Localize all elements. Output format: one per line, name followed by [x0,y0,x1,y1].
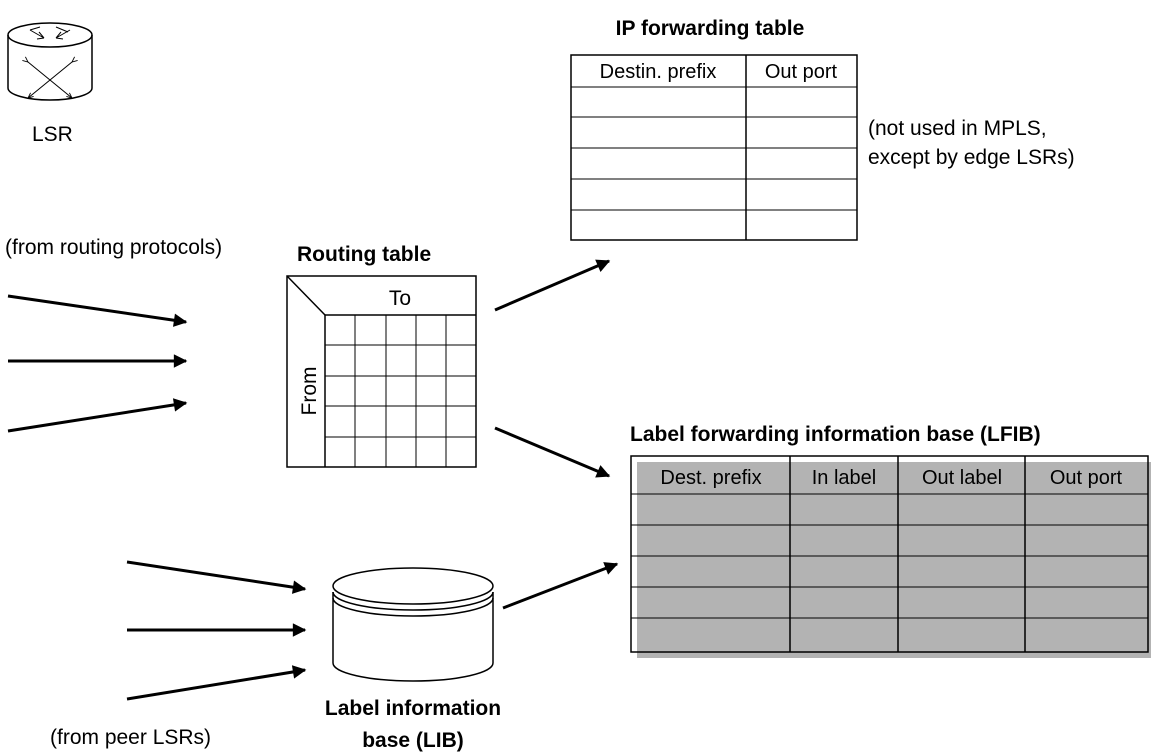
lfib-title: Label forwarding information base (LFIB) [630,423,1041,446]
arrow-lib-to-lfib [502,562,619,610]
lib-title-line2: base (LIB) [362,729,464,752]
lfib-col-out-label: Out label [922,467,1002,489]
routing-table-matrix [286,275,477,468]
ip-note-line1: (not used in MPLS, [868,117,1047,140]
arrow-peer-in-3 [126,665,307,701]
arrow-protocol-in-1 [7,294,188,327]
arrow-routing-to-ip [494,259,611,312]
routing-to-label: To [389,287,411,310]
arrow-protocol-in-3 [7,398,188,433]
lfib-shadow [637,462,1151,658]
ip-col-destin-prefix: Destin. prefix [600,61,717,83]
lib-title-line1: Label information [325,697,501,720]
ip-note-line2: except by edge LSRs) [868,146,1075,169]
routing-from-label: From [298,367,321,416]
lib-database-icon [332,567,494,682]
lfib-table [630,455,1151,658]
arrow-routing-to-lfib [494,426,611,478]
router-label: LSR [32,123,73,146]
routing-source-label: (from routing protocols) [5,236,222,259]
lfib-col-out-port: Out port [1050,467,1123,489]
lfib-col-dest-prefix: Dest. prefix [660,467,761,489]
ip-col-out-port: Out port [765,61,838,83]
ip-table-title: IP forwarding table [616,17,805,40]
arrow-peer-in-1 [126,560,307,594]
routing-table-title: Routing table [297,243,431,266]
lib-source-label: (from peer LSRs) [50,726,211,749]
ip-forwarding-table [570,54,858,241]
router-icon [7,22,93,101]
lfib-col-in-label: In label [812,467,877,489]
